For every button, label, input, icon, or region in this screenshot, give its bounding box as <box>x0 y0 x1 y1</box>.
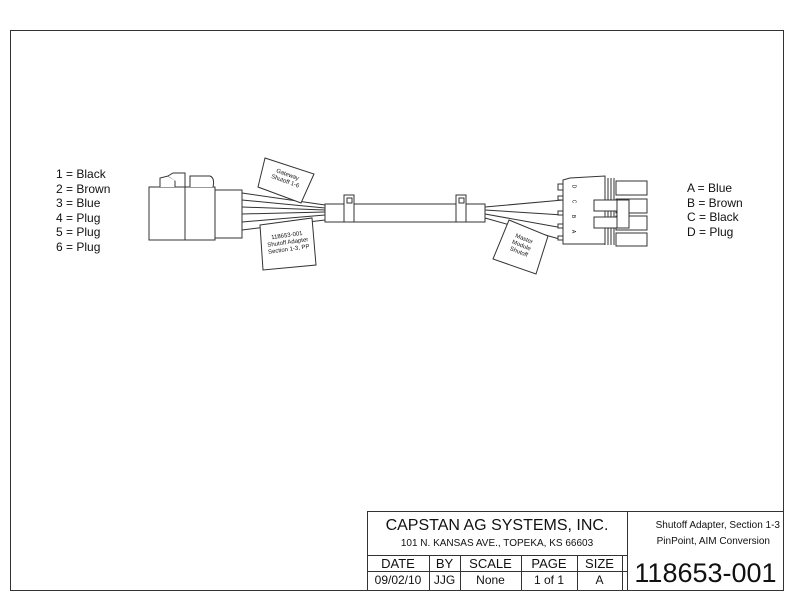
value-page: 1 of 1 <box>533 573 565 587</box>
pinout-item: 2 = Brown <box>56 181 111 196</box>
connector-letter: B <box>570 214 577 219</box>
header-by: BY <box>435 556 454 571</box>
value-size: A <box>595 573 604 587</box>
sheet-border <box>10 30 784 591</box>
pinout-item: D = Plug <box>687 224 734 239</box>
left-wires <box>241 192 326 231</box>
pinout-item: 5 = Plug <box>56 225 101 240</box>
pinout-item: C = Black <box>687 210 739 225</box>
header-scale: SCALE <box>469 556 512 571</box>
header-page: PAGE <box>531 556 567 571</box>
right-connector <box>557 175 648 247</box>
connector-letter: A <box>570 229 577 234</box>
company-name: CAPSTAN AG SYSTEMS, INC. <box>385 517 609 534</box>
connector-letter: C <box>570 199 577 204</box>
pinout-item: 3 = Blue <box>56 196 101 211</box>
connector-letter: D <box>570 184 577 189</box>
left-connector <box>148 172 243 241</box>
pinout-item: 4 = Plug <box>56 210 101 225</box>
left-pinout-legend: 1 = Black 2 = Brown 3 = Blue 4 = Plug 5 … <box>56 167 110 255</box>
value-by: JJG <box>433 573 456 587</box>
description-line-1: Shutoff Adapter, Section 1-3 <box>655 520 780 531</box>
header-size: SIZE <box>585 556 614 571</box>
heat-shrink-sleeve <box>324 194 486 223</box>
pinout-item: A = Blue <box>687 181 733 195</box>
description-line-2: PinPoint, AIM Conversion <box>656 536 770 547</box>
drawing-number: 118653-001 <box>634 558 777 588</box>
header-date: DATE <box>381 556 415 571</box>
right-pinout-legend: A = Blue B = Brown C = Black D = Plug <box>687 181 743 239</box>
pinout-item: 1 = Black <box>56 167 106 181</box>
company-address: 101 N. KANSAS AVE., TOPEKA, KS 66603 <box>400 538 594 549</box>
wire-tags <box>257 157 549 275</box>
value-scale: None <box>476 573 505 587</box>
pinout-item: 6 = Plug <box>56 239 101 254</box>
value-date: 09/02/10 <box>374 573 422 587</box>
title-block-lines <box>367 511 784 591</box>
pinout-item: B = Brown <box>687 195 743 210</box>
